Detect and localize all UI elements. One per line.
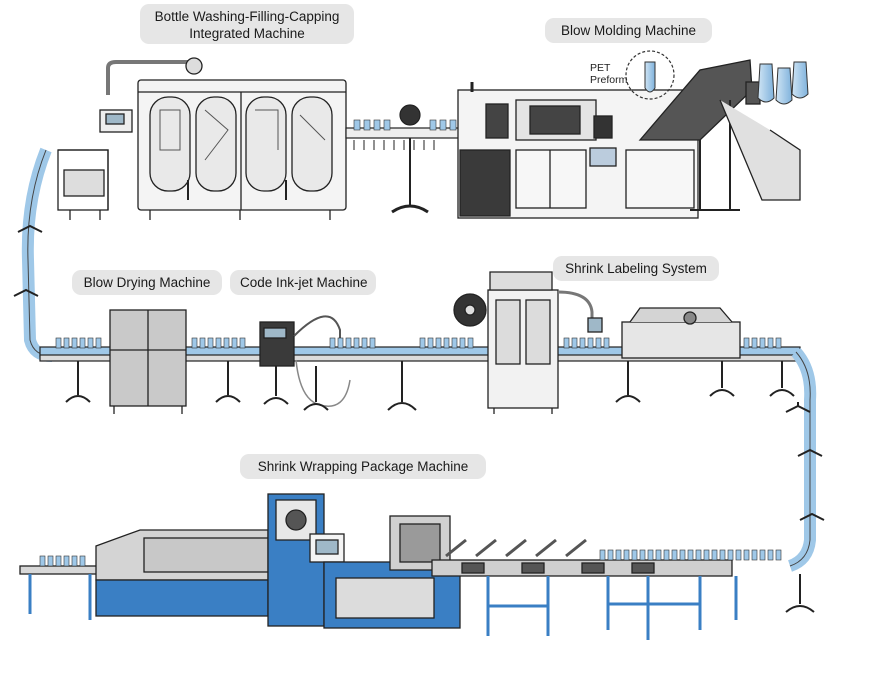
pet-preform-label: PET Preform bbox=[590, 62, 627, 86]
washing-label-line2: Integrated Machine bbox=[189, 26, 305, 41]
blow-drying-machine bbox=[109, 309, 187, 414]
code-inkjet-machine bbox=[259, 315, 351, 411]
washing-label-line1: Bottle Washing-Filling-Capping bbox=[154, 9, 340, 24]
bottles-row-bottom bbox=[39, 549, 782, 567]
shrink-labeling-label: Shrink Labeling System bbox=[553, 256, 719, 281]
transfer-conveyor-top bbox=[345, 104, 467, 214]
washing-filling-capping-machine bbox=[57, 57, 347, 220]
pet-label-line2: Preform bbox=[590, 74, 628, 86]
bottles-row-top bbox=[353, 119, 457, 131]
washing-filling-capping-label: Bottle Washing-Filling-Capping Integrate… bbox=[140, 4, 354, 44]
pet-label-line1: PET bbox=[590, 62, 611, 74]
code-inkjet-label: Code Ink-jet Machine bbox=[230, 270, 376, 295]
shrink-wrapping-label: Shrink Wrapping Package Machine bbox=[240, 454, 486, 479]
blow-molding-machine bbox=[457, 59, 801, 219]
right-vertical-conveyor bbox=[785, 348, 825, 613]
shrink-labeling-system bbox=[453, 271, 741, 414]
blow-drying-label: Blow Drying Machine bbox=[72, 270, 222, 295]
pet-preform-callout bbox=[625, 50, 809, 105]
left-vertical-conveyor bbox=[13, 147, 53, 362]
blow-molding-label: Blow Molding Machine bbox=[545, 18, 712, 43]
shrink-wrapping-package-machine bbox=[19, 493, 738, 640]
bottles-row-middle bbox=[55, 337, 782, 349]
